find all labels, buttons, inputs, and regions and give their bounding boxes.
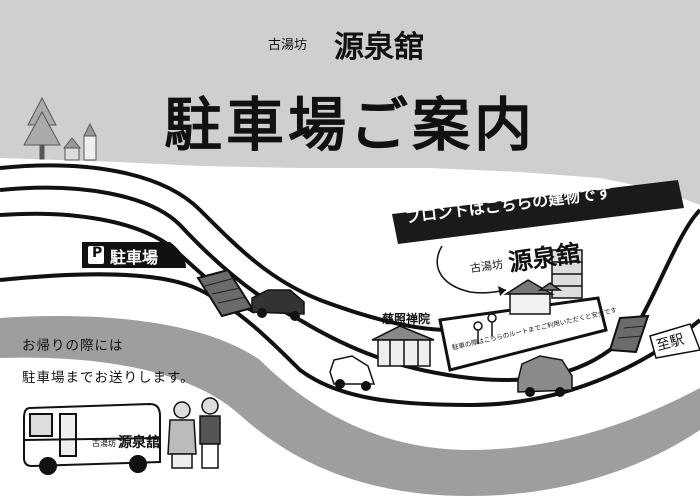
- shuttle-bus-icon: [23, 402, 161, 475]
- bus-brand-name: 源泉舘: [118, 435, 160, 451]
- people-walking-icon: [473, 313, 497, 344]
- car-gray-icon: [517, 355, 573, 397]
- elderly-couple-icon: [167, 397, 221, 469]
- shuttle-note-line2: 駐車場までお送りします。: [22, 370, 195, 386]
- page-title: 駐車場ご案内: [163, 91, 536, 159]
- bus-brand-prefix: 古湯坊: [92, 439, 116, 448]
- header-background: [0, 0, 700, 205]
- header-brand-prefix: 古湯坊: [268, 38, 308, 53]
- car-white-icon: [329, 355, 376, 391]
- temple-label: 慈照禅院: [382, 312, 431, 326]
- temple-building-icon: [371, 325, 435, 367]
- front-banner-bg: [392, 180, 684, 244]
- arrow-to-front: [436, 245, 507, 294]
- parking-label: 駐車場: [110, 248, 159, 267]
- bridge-right: [608, 314, 650, 354]
- car-black-icon: [251, 289, 305, 321]
- parking-sign: [82, 242, 186, 268]
- arrow-head-icon: [498, 286, 506, 296]
- ryokan-building-icon: [503, 249, 583, 315]
- shuttle-note-line1: お帰りの際には: [22, 338, 124, 354]
- house-icon: [83, 122, 97, 161]
- header-brand-name: 源泉舘: [334, 30, 424, 65]
- road-top-edge: [0, 163, 451, 332]
- tree-icon: [23, 96, 61, 160]
- house-icon: [62, 137, 82, 161]
- parking-icon: P: [92, 245, 103, 261]
- river: [0, 316, 700, 496]
- station-sign-bg: [649, 323, 700, 359]
